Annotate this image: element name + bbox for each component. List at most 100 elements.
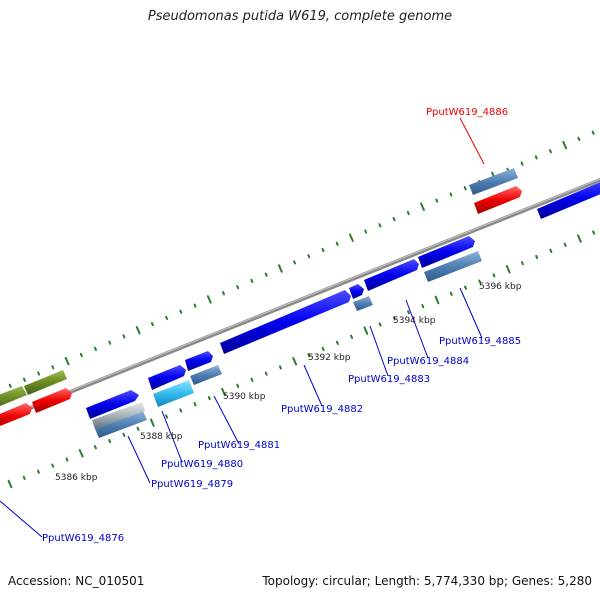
- gene-label-pputw619-4881[interactable]: PputW619_4881: [198, 440, 280, 451]
- cds-pputw619-4884[interactable]: [364, 259, 419, 291]
- track-tick: [549, 149, 552, 154]
- track-tick: [221, 387, 226, 397]
- track-tick: [307, 254, 311, 259]
- track-tick: [264, 272, 268, 277]
- gene-label-pputw619-4884[interactable]: PputW619_4884: [387, 356, 469, 367]
- track-tick: [65, 457, 69, 462]
- track-tick: [8, 383, 12, 388]
- track-tick: [378, 223, 382, 228]
- track-tick: [449, 291, 453, 296]
- track-tick: [363, 326, 369, 335]
- accession-text: Accession: NC_010501: [8, 574, 145, 588]
- trna-pputw619-4886[interactable]: [474, 186, 522, 214]
- gene-bar-4886[interactable]: [469, 168, 518, 195]
- track-tick: [577, 234, 582, 243]
- scale-label: 5388 kbp: [140, 432, 183, 442]
- cds-pputw619-4882[interactable]: [220, 290, 351, 354]
- gene-labels: PputW619_4876 PputW619_4879 PputW619_488…: [42, 107, 521, 544]
- cds-pputw619-4885[interactable]: [418, 236, 475, 268]
- track-tick: [7, 479, 13, 489]
- gene-label-pputw619-4879[interactable]: PputW619_4879: [151, 479, 233, 490]
- gene-bar-4885[interactable]: [424, 251, 482, 282]
- track-tick: [592, 230, 596, 235]
- red-feature-left-1[interactable]: [0, 403, 32, 430]
- gene-label-pputw619-4883[interactable]: PputW619_4883: [348, 374, 430, 385]
- cds-pputw619-4881[interactable]: [185, 351, 213, 371]
- track-tick: [406, 210, 410, 216]
- track-tick: [22, 475, 26, 480]
- track-tick: [179, 408, 183, 413]
- track-tick: [23, 377, 26, 382]
- track-tick: [207, 396, 211, 401]
- track-tick: [93, 445, 97, 450]
- gene-bar-4879[interactable]: [95, 411, 147, 438]
- track-tick: [434, 295, 440, 305]
- olive-feature-left-2[interactable]: [24, 370, 67, 395]
- feature-tracks: [0, 168, 600, 438]
- cds-pputw619-4879[interactable]: [86, 390, 139, 419]
- track-tick: [435, 198, 439, 203]
- track-tick: [492, 273, 496, 278]
- cds-pputw619-4880[interactable]: [148, 365, 186, 390]
- track-tick: [335, 241, 339, 246]
- scale-label: 5394 kbp: [393, 316, 436, 326]
- track-tick: [278, 264, 283, 273]
- leader-4879: [127, 435, 151, 484]
- track-tick: [64, 356, 70, 366]
- track-tick: [292, 357, 298, 366]
- track-tick: [79, 352, 83, 358]
- track-tick: [520, 161, 524, 166]
- gene-label-pputw619-4886[interactable]: PputW619_4886: [426, 107, 508, 118]
- track-tick: [349, 233, 354, 242]
- track-tick: [150, 418, 155, 427]
- track-tick: [165, 315, 169, 320]
- track-tick: [307, 353, 311, 358]
- leader-4883: [369, 325, 389, 377]
- gene-label-pputw619-4876[interactable]: PputW619_4876: [42, 533, 124, 544]
- cds-right-edge[interactable]: [537, 178, 600, 219]
- track-tick: [122, 334, 126, 339]
- track-tick: [335, 340, 339, 345]
- rna-bar-4879[interactable]: [92, 402, 145, 429]
- track-tick: [563, 242, 567, 247]
- olive-feature-left-1[interactable]: [0, 386, 27, 410]
- scale-label: 5396 kbp: [479, 282, 522, 292]
- track-tick: [464, 285, 467, 290]
- leader-4885: [459, 287, 483, 339]
- track-tick: [165, 414, 169, 419]
- leader-4881: [213, 395, 240, 445]
- track-tick: [193, 303, 197, 308]
- red-feature-left-2[interactable]: [32, 388, 72, 413]
- track-tick: [78, 449, 84, 458]
- track-tick: [407, 310, 410, 315]
- track-tick: [478, 279, 482, 284]
- track-tick: [150, 322, 154, 327]
- outer-dotted-track: [8, 130, 595, 388]
- track-tick: [193, 402, 197, 407]
- gene-label-pputw619-4885[interactable]: PputW619_4885: [439, 336, 521, 347]
- track-tick: [236, 383, 240, 388]
- track-tick: [521, 261, 524, 266]
- scale-label: 5392 kbp: [308, 353, 351, 363]
- track-tick: [37, 371, 41, 376]
- gene-bar-4883[interactable]: [353, 296, 373, 311]
- track-tick: [264, 371, 268, 376]
- leader-4882: [303, 364, 323, 407]
- gene-bar-4881[interactable]: [190, 365, 222, 385]
- rna-bar-4880[interactable]: [153, 380, 194, 407]
- gene-label-pputw619-4880[interactable]: PputW619_4880: [161, 459, 243, 470]
- track-tick: [206, 295, 212, 304]
- track-tick: [449, 192, 453, 197]
- scale-labels: 5386 kbp 5388 kbp 5390 kbp 5392 kbp 5394…: [55, 282, 522, 483]
- cds-pputw619-4883[interactable]: [349, 284, 364, 299]
- track-tick: [463, 186, 467, 191]
- track-tick: [222, 291, 225, 296]
- track-tick: [535, 254, 539, 260]
- track-tick: [420, 202, 425, 211]
- leader-4886: [459, 117, 485, 165]
- track-tick: [505, 265, 511, 274]
- gene-label-pputw619-4882[interactable]: PputW619_4882: [281, 404, 363, 415]
- track-tick: [293, 260, 296, 265]
